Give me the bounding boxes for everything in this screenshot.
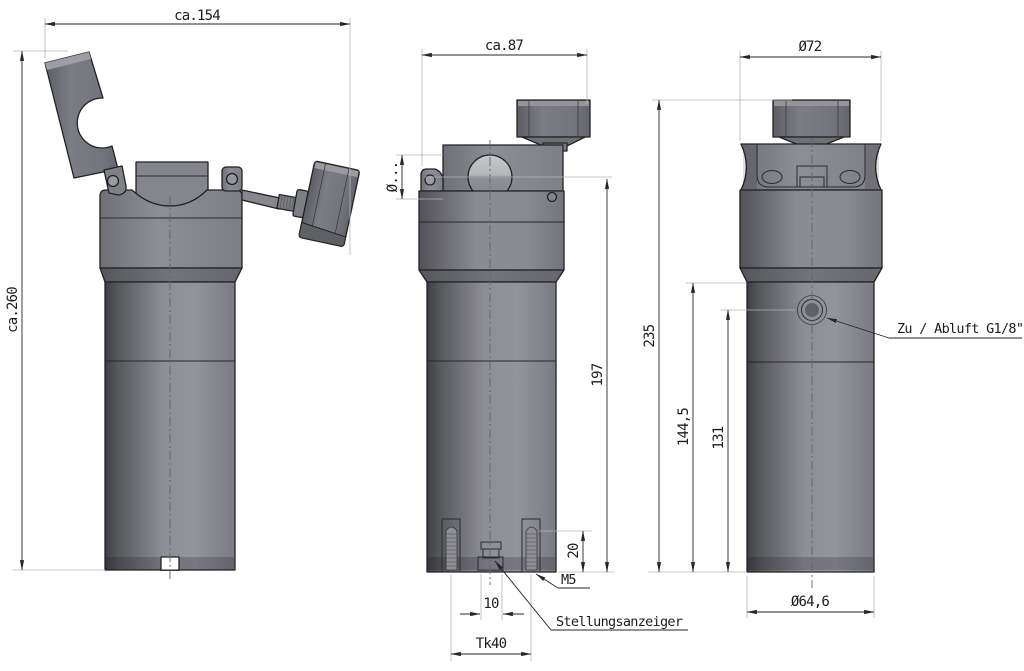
dim-bolt-circle-group: Tk40 xyxy=(450,574,532,661)
cylinder-body-rear xyxy=(746,281,875,573)
dim-bore-center-height: 197 xyxy=(590,363,606,386)
pivot-hole-front xyxy=(546,191,558,203)
dim-thread-depth: 20 xyxy=(566,543,582,559)
label-thread-group: M5 xyxy=(535,572,590,589)
dim-bore-diameter-group: Ø... xyxy=(385,154,443,200)
dim-bore-diameter: Ø... xyxy=(385,162,401,193)
dim-knob-diameter-group: Ø72 xyxy=(739,39,882,141)
dim-total-height: 235 xyxy=(642,324,658,347)
dim-overall-height: ca.260 xyxy=(5,287,21,333)
label-position-indicator: Stellungsanzeiger xyxy=(556,614,683,630)
hinge-pin-front xyxy=(424,174,436,186)
clamp-insert-block xyxy=(135,161,209,207)
rod-pivot-pin xyxy=(225,172,239,186)
dim-head-width-group: ca.87 xyxy=(421,38,588,166)
dim-port-height-group: 131 xyxy=(711,309,795,573)
dim-bore-center-height-group: 197 xyxy=(558,178,614,573)
label-position-indicator-group: Stellungsanzeiger xyxy=(494,560,688,631)
dim-upper-body-height: 144,5 xyxy=(676,408,692,447)
dim-overall-height-group: ca.260 xyxy=(5,50,105,571)
dim-indicator-width: 10 xyxy=(483,596,499,612)
dim-bolt-circle: Tk40 xyxy=(476,636,507,652)
hex-knob-front xyxy=(516,99,591,152)
thread-hole-right xyxy=(521,518,541,573)
head-hole-left xyxy=(761,170,783,184)
dim-head-width: ca.87 xyxy=(485,38,524,54)
position-indicator-pin xyxy=(477,541,504,571)
label-air-port-group: Zu / Abluft G1/8" xyxy=(826,317,1024,339)
clamp-cover-open xyxy=(44,51,119,179)
cover-hinge-pin xyxy=(106,174,120,188)
body-taper-side xyxy=(99,267,243,283)
hex-knob-rear xyxy=(772,99,851,146)
rear-view: Ø72 235 144,5 131 Ø64,6 Zu / Abluft xyxy=(642,39,1024,618)
clamp-head-rear xyxy=(740,143,882,191)
upper-flange-rear xyxy=(739,189,883,269)
dim-knob-diameter: Ø72 xyxy=(799,39,822,55)
thread-hole-left xyxy=(441,518,461,573)
label-thread-m5: M5 xyxy=(561,572,576,588)
dim-upper-body-height-group: 144,5 xyxy=(676,282,746,573)
dim-thread-depth-group: 20 xyxy=(539,530,592,573)
label-air-port: Zu / Abluft G1/8" xyxy=(897,321,1023,337)
clamp-rod xyxy=(241,189,281,210)
dim-total-height-group: 235 xyxy=(642,99,792,573)
front-view: ca.87 Ø... 197 20 10 T xyxy=(385,38,688,661)
dim-body-diameter-group: Ø64,6 xyxy=(746,576,875,618)
side-view: ca.154 ca.260 xyxy=(5,8,360,580)
upper-flange-front xyxy=(418,190,565,271)
dim-indicator-width-group: 10 xyxy=(460,574,524,620)
head-hole-right xyxy=(839,170,861,184)
cylinder-body-front xyxy=(426,281,557,573)
dim-overall-width: ca.154 xyxy=(174,8,220,24)
dim-overall-width-group: ca.154 xyxy=(44,8,351,255)
dim-port-height: 131 xyxy=(711,426,727,449)
dim-body-diameter: Ø64,6 xyxy=(791,594,830,610)
clamp-knob-side xyxy=(298,160,360,247)
